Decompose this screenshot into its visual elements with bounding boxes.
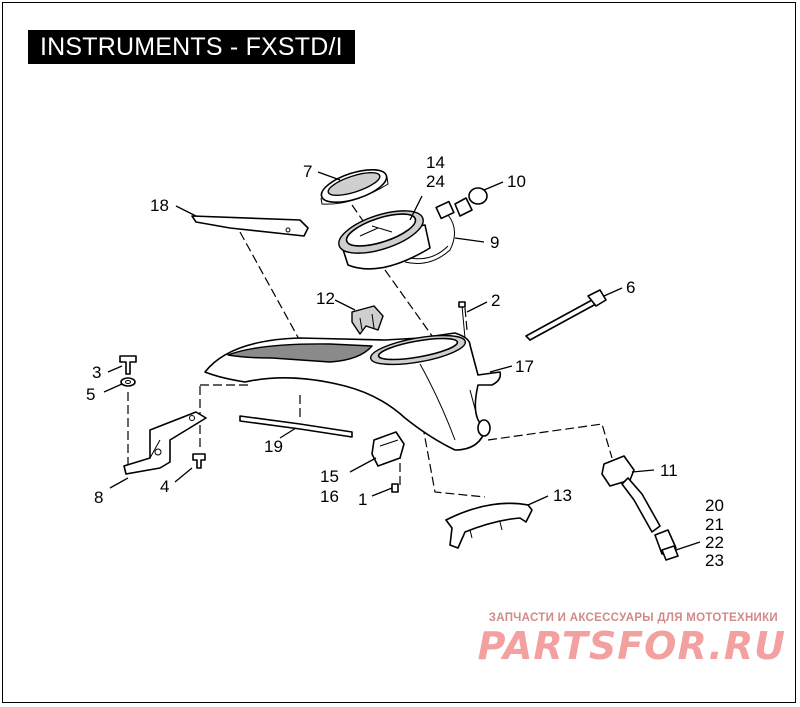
callout-14: 14 <box>426 153 445 172</box>
diagram-title: INSTRUMENTS - FXSTD/I <box>28 30 355 64</box>
part-5-washer <box>120 377 136 387</box>
callout-9: 9 <box>490 233 499 252</box>
part-14-speedometer <box>338 210 431 270</box>
callout-15: 15 <box>320 467 339 486</box>
part-11-switch-housing <box>601 455 661 533</box>
watermark-tagline: ЗАПЧАСТИ И АКСЕССУАРЫ ДЛЯ МОТОТЕХНИКИ <box>488 612 778 624</box>
callout-3: 3 <box>92 363 101 382</box>
part-19-rubber-strip <box>239 415 353 438</box>
callout-23: 23 <box>705 551 724 570</box>
callout-13: 13 <box>553 486 572 505</box>
part-20-wire-connector <box>654 529 679 561</box>
part-7-bezel-ring <box>320 168 389 205</box>
part-8-bracket <box>123 411 207 475</box>
callout-17: 17 <box>515 357 534 376</box>
callout-22: 22 <box>705 533 724 552</box>
part-10-bulb <box>454 187 488 217</box>
part-3-bolt <box>119 355 137 375</box>
callout-12: 12 <box>316 289 335 308</box>
callout-8: 8 <box>94 488 103 507</box>
callout-4: 4 <box>160 477 169 496</box>
callout-labels: 7 18 14 24 10 9 12 2 6 17 3 5 19 8 4 15 … <box>86 153 724 570</box>
callout-19: 19 <box>264 437 283 456</box>
callout-10: 10 <box>507 172 526 191</box>
part-4-screw <box>192 453 206 469</box>
part-17-console-housing <box>204 332 502 451</box>
callout-6: 6 <box>626 278 635 297</box>
callout-20: 20 <box>705 496 724 515</box>
callout-7: 7 <box>303 162 312 181</box>
part-12-clip <box>351 305 384 335</box>
callout-2: 2 <box>491 291 500 310</box>
part-18-trim-strip <box>191 215 309 237</box>
watermark-logo: PARTSFOR.RU <box>477 624 786 668</box>
part-13-lower-mount <box>445 502 533 549</box>
callout-5: 5 <box>86 385 95 404</box>
callout-1: 1 <box>358 490 367 509</box>
callout-18: 18 <box>150 196 169 215</box>
callout-21: 21 <box>705 515 724 534</box>
part-2-screw <box>458 301 466 339</box>
callout-24: 24 <box>426 172 445 191</box>
callout-16: 16 <box>320 487 339 506</box>
callout-11: 11 <box>660 461 678 480</box>
leader-lines <box>103 171 701 551</box>
part-9-wire-harness <box>404 200 455 264</box>
part-1-small-screw <box>391 483 399 493</box>
part-15-connector <box>371 431 405 467</box>
part-6-cable-tie <box>525 289 607 341</box>
